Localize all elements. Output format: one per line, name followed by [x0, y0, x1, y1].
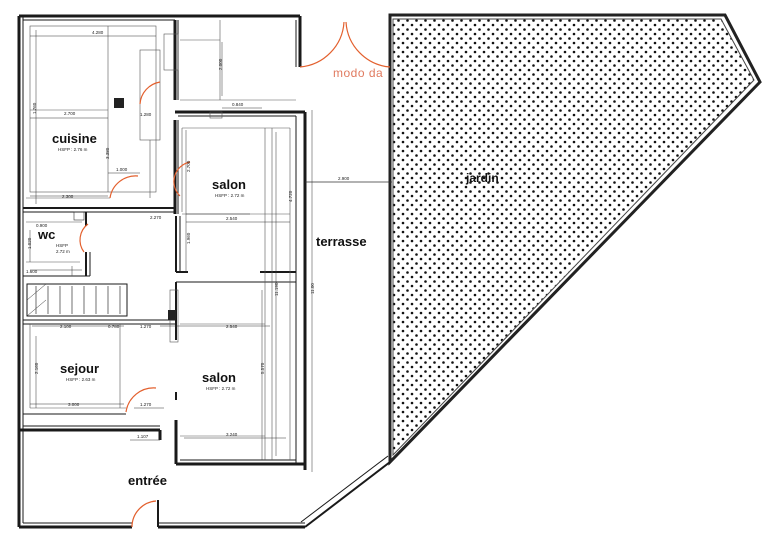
dim-salon-bottom-base: 3.240 — [226, 432, 238, 437]
dim-kitchen-h2: 1.280 — [140, 112, 152, 117]
dim-salon-bottom-h2: 11.190 — [274, 282, 279, 296]
salon-fixture — [168, 310, 176, 320]
room-label-cuisine: cuisine — [52, 131, 97, 146]
dim-wc-h: 1.020 — [27, 237, 32, 249]
dim-sejour-w2: 0.780 — [108, 324, 120, 329]
dim-salon-right: 4.720 — [288, 190, 293, 202]
wc-fixture — [73, 211, 85, 221]
watermark-text: modo da — [333, 66, 383, 80]
dim-kitchen-bottom: 2.300 — [62, 194, 74, 199]
door-salon-top — [173, 161, 191, 197]
dim-wc-bottom: 1.600 — [26, 269, 38, 274]
hsfp-wc-line2: 2.72 m — [56, 249, 70, 254]
door-garden-right — [345, 21, 391, 68]
doors — [79, 21, 391, 528]
room-label-salon-top: salon — [212, 177, 246, 192]
dim-salon-bottom-h: 5.570 — [260, 362, 265, 374]
hsfp-sejour: HSFP : 2.63 m — [66, 377, 96, 382]
dim-salon-bottom-w1: 1.270 — [140, 324, 152, 329]
dim-salon-top-inner: 2.540 — [226, 216, 238, 221]
dim-entry-door: 1.107 — [137, 434, 149, 439]
dim-sejour-bottom: 3.000 — [68, 402, 80, 407]
room-label-wc: wc — [37, 227, 55, 242]
garden-area — [392, 18, 754, 455]
building-walls — [17, 14, 391, 529]
staircase — [26, 283, 121, 317]
room-label-sejour: sejour — [60, 361, 99, 376]
door-garden-left — [299, 21, 345, 68]
dimension-lines — [29, 30, 392, 472]
dim-corridor-top: 2.000 — [218, 58, 223, 70]
dim-kitchen-width: 4.280 — [92, 30, 104, 35]
dim-door-w: 1.270 — [140, 402, 152, 407]
dim-salon-bottom-w2: 2.540 — [226, 324, 238, 329]
garden-boundary-inner — [392, 18, 755, 457]
dim-terrace-gap: 2.900 — [338, 176, 350, 181]
dim-stairs-w: 2.100 — [60, 324, 72, 329]
dim-kitchen-h1: 1.760 — [32, 102, 37, 114]
hsfp-wc-line1: HSFP — [56, 243, 68, 248]
hsfp-cuisine: HSFP : 2.76 m — [58, 147, 88, 152]
dim-salon-h2: 1.960 — [186, 232, 191, 244]
garden-boundary-wall — [388, 13, 762, 466]
door-kitchen-lower — [109, 175, 139, 199]
dim-sejour-h: 2.160 — [34, 362, 39, 374]
dim-wc-w: 0.900 — [36, 223, 48, 228]
door-entree — [131, 500, 157, 528]
room-label-salon-bottom: salon — [202, 370, 236, 385]
room-label-terrasse: terrasse — [316, 234, 367, 249]
dim-salon-h: 2.700 — [186, 160, 191, 172]
hsfp-salon-bottom: HSFP : 2.72 m — [206, 386, 236, 391]
hsfp-salon-top: HSFP : 2.72 m — [215, 193, 245, 198]
dim-kitchen-inner: 2.700 — [64, 111, 76, 116]
dim-kitchen-h3: 3.380 — [105, 147, 110, 159]
kitchen-fixture — [114, 98, 124, 108]
dim-kitchen-small: 1.000 — [116, 167, 128, 172]
door-wc — [79, 223, 89, 253]
door-sejour — [125, 387, 157, 413]
interior-details — [26, 20, 296, 460]
door-kitchen — [139, 81, 161, 105]
room-label-entree: entrée — [128, 473, 167, 488]
dim-salon-top-width: 2.270 — [150, 215, 162, 220]
room-label-jardin: jardin — [465, 171, 499, 185]
dim-corridor-small: 0.840 — [232, 102, 244, 107]
dim-terrace-h: 11.00 — [310, 283, 315, 294]
